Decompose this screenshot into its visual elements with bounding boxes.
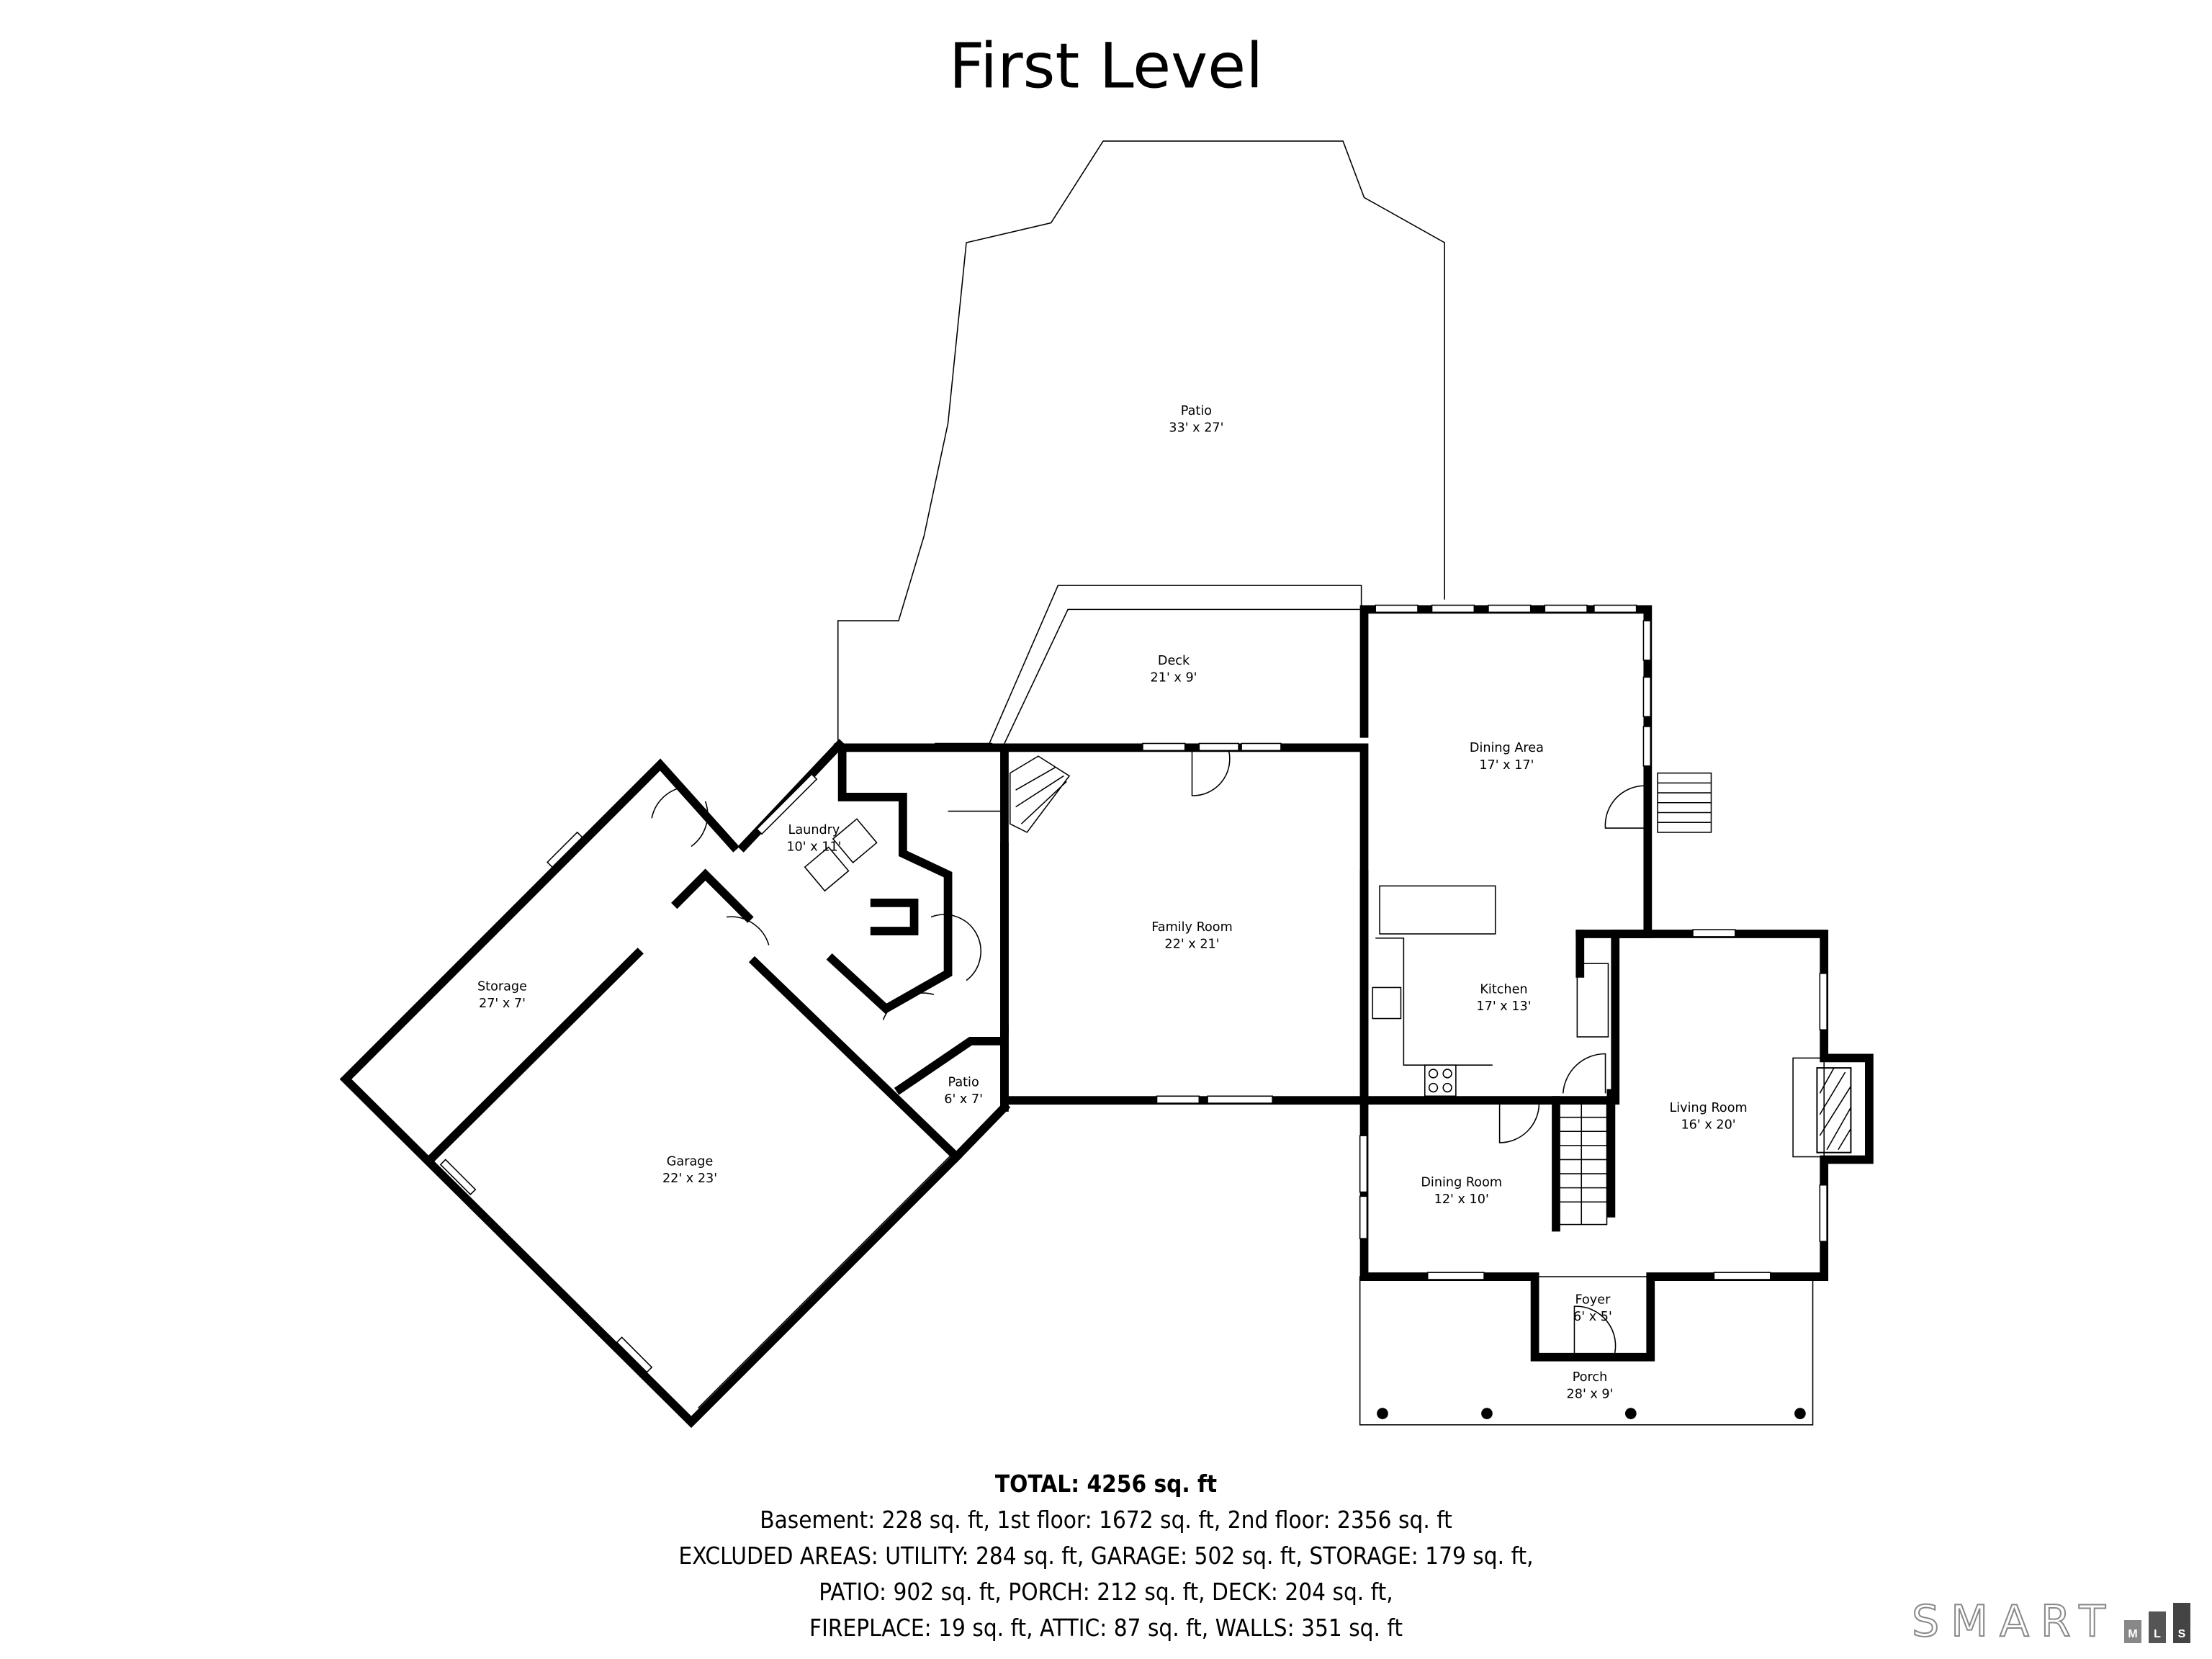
summary-line: EXCLUDED AREAS: UTILITY: 284 sq. ft, GAR… (678, 1542, 1534, 1570)
logo-word: SMART (1911, 1596, 2117, 1647)
room-dims: 28' x 9' (1567, 1388, 1614, 1402)
garage-storage-walls (339, 739, 963, 1429)
room-label: Patio (1181, 404, 1212, 418)
windows (935, 604, 1827, 1280)
summary-line: PATIO: 902 sq. ft, PORCH: 212 sq. ft, DE… (819, 1578, 1393, 1606)
room-dims: 17' x 13' (1476, 999, 1531, 1014)
room-label: Garage (667, 1154, 714, 1169)
room-dims: 10' x 11' (786, 840, 841, 854)
room-label: Laundry (788, 823, 840, 837)
room-dims: 21' x 9' (1151, 670, 1197, 685)
room-dims: 17' x 17' (1479, 758, 1534, 773)
room-label: Kitchen (1480, 982, 1527, 997)
smart-mls-logo: SMART M L S (1911, 1596, 2190, 1647)
summary-line: FIREPLACE: 19 sq. ft, ATTIC: 87 sq. ft, … (809, 1614, 1403, 1642)
main-stairs (1555, 1102, 1608, 1226)
room-label: Dining Area (1470, 741, 1544, 755)
room-dims: 16' x 20' (1681, 1118, 1735, 1132)
room-label: Storage (477, 979, 527, 994)
room-dims: 33' x 27' (1169, 421, 1223, 436)
deck-inner-line (1004, 608, 1362, 744)
hearth (1792, 1057, 1825, 1158)
deck-outline (986, 585, 1362, 748)
room-dims: 12' x 10' (1434, 1192, 1489, 1207)
room-label: Living Room (1669, 1101, 1747, 1115)
room-dims: 22' x 21' (1164, 938, 1219, 952)
room-label: Dining Room (1421, 1176, 1502, 1190)
logo-bar-s: S (2173, 1603, 2190, 1643)
room-label: Porch (1573, 1370, 1608, 1385)
logo-bar-l: L (2149, 1611, 2166, 1643)
kitchen-counters (1372, 885, 1609, 1097)
plan-title: First Level (949, 30, 1263, 102)
area-summary: TOTAL: 4256 sq. ft Basement: 228 sq. ft,… (111, 1466, 2102, 1646)
room-dims: 22' x 23' (662, 1172, 717, 1186)
room-label: Foyer (1575, 1292, 1611, 1307)
patio-outline (837, 140, 1445, 744)
fireplace-hatch (1819, 1067, 1852, 1151)
room-dims: 27' x 7' (479, 997, 526, 1011)
room-label: Deck (1158, 654, 1190, 668)
room-dims: 6' x 7' (944, 1092, 983, 1107)
room-label: Patio (948, 1076, 979, 1090)
summary-line: Basement: 228 sq. ft, 1st floor: 1672 sq… (760, 1506, 1452, 1534)
room-label: Family Room (1151, 920, 1233, 935)
total-area: TOTAL: 4256 sq. ft (994, 1470, 1218, 1498)
room-labels: Patio 33' x 27' Deck 21' x 9' Dining Are… (477, 404, 1748, 1402)
porch-outline (1359, 1276, 1814, 1426)
room-dims: 6' x 5' (1573, 1310, 1612, 1324)
logo-bar-m: M (2124, 1620, 2141, 1643)
laundry-walls (804, 743, 1011, 1163)
rear-stairs (1009, 755, 1712, 833)
porch-columns (1377, 1408, 1806, 1419)
doors (1191, 750, 1645, 1357)
